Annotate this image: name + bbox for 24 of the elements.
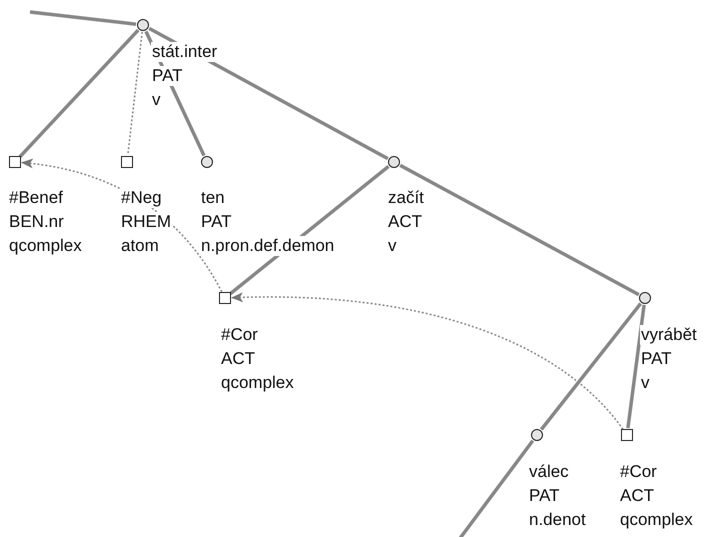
node-label: qcomplex [8,236,83,256]
tree-edge [540,302,642,431]
node-label: PAT [151,66,184,86]
tree-edge [18,28,140,158]
tree-node-square [120,156,132,168]
tree-node-square [620,428,632,440]
tree-edge [399,164,640,296]
node-label: n.pron.def.demon [200,236,336,256]
node-label: #Neg [120,188,163,208]
tree-node-circle [530,428,542,440]
coreference-arrow [231,292,624,430]
tree-node-circle [638,292,650,304]
node-label: qcomplex [220,373,295,393]
tree-node-square [8,156,20,168]
tree-edge [127,32,143,156]
node-label: vyrábět [640,325,698,345]
tree-edge [30,10,136,26]
tree-node-square [218,292,230,304]
node-label: qcomplex [619,510,694,530]
tree-edge [626,304,646,428]
node-label: stát.inter [151,42,218,62]
tree-node-circle [136,18,148,30]
tree-node-circle [388,156,400,168]
tree-node-circle [200,156,212,168]
